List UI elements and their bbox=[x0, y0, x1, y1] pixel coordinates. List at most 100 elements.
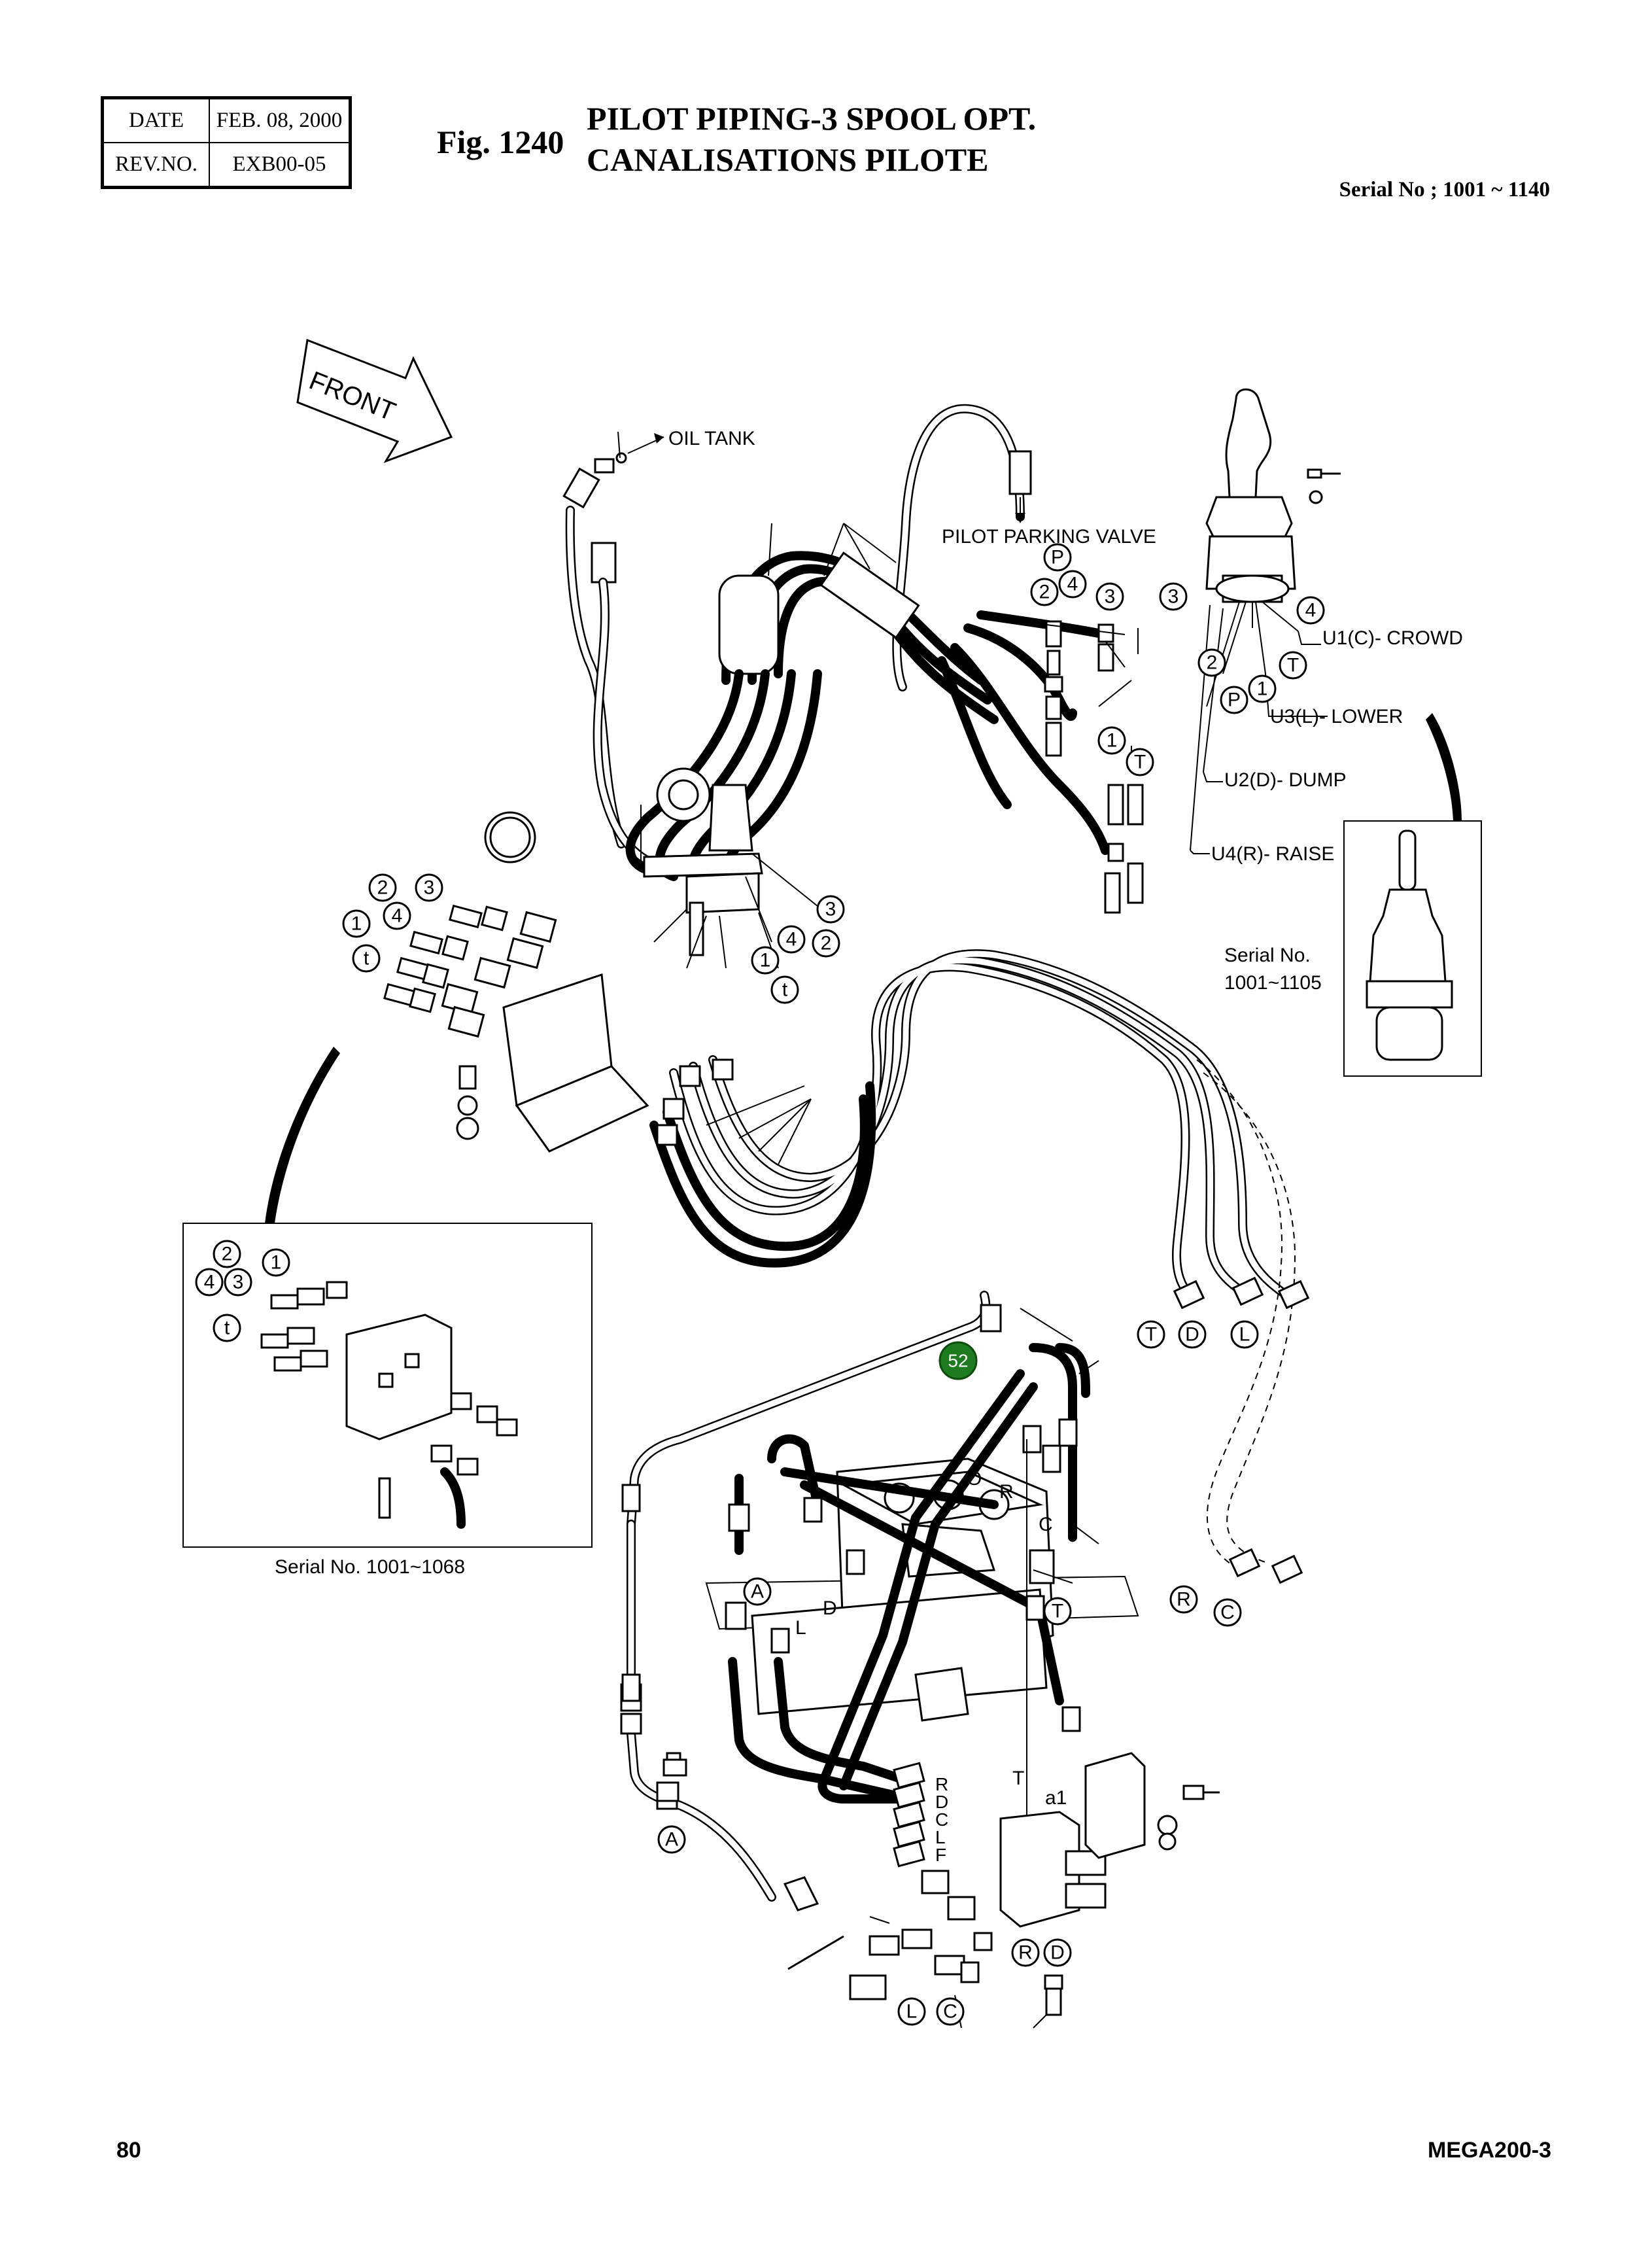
rev-label: REV.NO. bbox=[101, 142, 210, 188]
serial-range: Serial No ; 1001 ~ 1140 bbox=[1339, 178, 1550, 201]
callout-t-valve: T bbox=[1043, 1597, 1072, 1626]
callout-l-hose: L bbox=[1230, 1320, 1259, 1349]
svg-text:3: 3 bbox=[1168, 586, 1179, 608]
callout-c-block: C bbox=[936, 1997, 965, 2026]
port-crowd-label: U1(C)- CROWD bbox=[1322, 627, 1463, 649]
left-pilot-line bbox=[621, 1484, 819, 1911]
svg-text:3: 3 bbox=[825, 899, 836, 920]
valve-port-c: C bbox=[1039, 1514, 1053, 1535]
callout-a-valve: A bbox=[743, 1577, 772, 1606]
callout-1-left: 1 bbox=[342, 909, 371, 938]
valve-inset: Serial No. 1001~1068 bbox=[182, 1223, 593, 1578]
callout-t-inset: t bbox=[213, 1314, 241, 1342]
svg-text:2: 2 bbox=[1207, 652, 1218, 674]
block-port-c: C bbox=[935, 1809, 948, 1830]
callout-3-joystick: 3 bbox=[1159, 582, 1188, 611]
manifold-bracket bbox=[484, 767, 763, 956]
block-port-r: R bbox=[935, 1774, 948, 1794]
callout-r-block: R bbox=[1011, 1938, 1040, 1967]
svg-text:T: T bbox=[1287, 655, 1299, 676]
svg-text:4: 4 bbox=[1305, 600, 1316, 621]
valve-piping bbox=[620, 1291, 1090, 1902]
callout-1-inset: 1 bbox=[262, 1248, 290, 1277]
callout-2-bracket: 2 bbox=[812, 929, 840, 958]
svg-text:2: 2 bbox=[377, 877, 388, 899]
block-port-d: D bbox=[935, 1792, 948, 1812]
valve-side-l: L bbox=[795, 1617, 806, 1639]
svg-text:2: 2 bbox=[222, 1244, 233, 1265]
inset-pointer-valve bbox=[265, 1047, 340, 1223]
pilot-parking-valve-label: PILOT PARKING VALVE bbox=[942, 526, 1156, 548]
svg-text:A: A bbox=[665, 1829, 678, 1851]
svg-text:1: 1 bbox=[1257, 678, 1268, 700]
page-number: 80 bbox=[116, 2138, 141, 2163]
callout-c-hose: C bbox=[1213, 1598, 1242, 1627]
joystick-hoses bbox=[937, 610, 1110, 855]
callouts: P 2 4 3 3 4 2 T 1 P 1 T 2 3 1 4 t 3 4 2 … bbox=[195, 543, 1325, 2026]
callout-4-left: 4 bbox=[383, 901, 411, 930]
valve-side-d: D bbox=[823, 1597, 837, 1619]
port-dump-label: U2(D)- DUMP bbox=[1224, 769, 1347, 791]
joystick-inset: Serial No. 1001~1105 bbox=[1224, 820, 1482, 1077]
callout-r-hose: R bbox=[1169, 1585, 1198, 1614]
svg-text:P: P bbox=[1228, 689, 1241, 711]
main-hose-bundle bbox=[649, 949, 1310, 1584]
svg-text:1: 1 bbox=[760, 950, 771, 971]
page-title: PILOT PIPING-3 SPOOL OPT. bbox=[587, 100, 1037, 137]
svg-text:1: 1 bbox=[271, 1252, 282, 1274]
svg-text:T: T bbox=[1134, 752, 1146, 773]
page-subtitle: CANALISATIONS PILOTE bbox=[587, 141, 989, 178]
figure-number: Fig. 1240 bbox=[437, 124, 564, 160]
inset-joystick-serial-1: Serial No. bbox=[1224, 945, 1311, 966]
callout-52-label: 52 bbox=[948, 1351, 968, 1371]
svg-text:t: t bbox=[782, 979, 788, 1001]
block-top-a1: a1 bbox=[1045, 1787, 1067, 1809]
rev-value: EXB00-05 bbox=[209, 142, 351, 188]
svg-text:4: 4 bbox=[392, 905, 403, 927]
port-raise-label: U4(R)- RAISE bbox=[1211, 843, 1334, 865]
svg-text:C: C bbox=[1220, 1602, 1235, 1624]
callout-2-top: 2 bbox=[1030, 578, 1059, 606]
svg-text:T: T bbox=[1145, 1324, 1157, 1346]
callout-a-left: A bbox=[657, 1825, 686, 1854]
callout-4-joystick: 4 bbox=[1296, 596, 1325, 625]
svg-text:R: R bbox=[1177, 1589, 1191, 1611]
callout-t-hose: T bbox=[1137, 1320, 1165, 1349]
date-value: FEB. 08, 2000 bbox=[209, 97, 351, 143]
callout-1-joystick: 1 bbox=[1248, 674, 1277, 703]
block-port-f: F bbox=[935, 1845, 946, 1865]
model-name: MEGA200-3 bbox=[1428, 2138, 1551, 2163]
callout-2-left: 2 bbox=[368, 873, 397, 902]
svg-text:2: 2 bbox=[821, 933, 832, 954]
inset-valve-serial: Serial No. 1001~1068 bbox=[275, 1556, 465, 1578]
svg-text:P: P bbox=[1051, 547, 1064, 568]
callout-d-hose: D bbox=[1178, 1320, 1207, 1349]
callout-p-top: P bbox=[1043, 543, 1072, 572]
callout-4-bracket: 4 bbox=[777, 925, 806, 954]
joystick-assembly: U1(C)- CROWD U3(L)- LOWER U2(D)- DUMP U4… bbox=[1190, 388, 1463, 865]
svg-text:3: 3 bbox=[424, 877, 435, 899]
svg-text:4: 4 bbox=[786, 929, 797, 950]
callout-p-joystick: P bbox=[1220, 686, 1248, 714]
front-label: FRONT bbox=[305, 366, 400, 427]
callout-3-top: 3 bbox=[1095, 582, 1124, 611]
callout-2-inset: 2 bbox=[213, 1240, 241, 1268]
callout-1-bracket: 1 bbox=[751, 946, 780, 975]
callout-t-left: t bbox=[352, 944, 381, 973]
callout-t-mid: T bbox=[1126, 748, 1154, 776]
svg-text:T: T bbox=[1052, 1601, 1063, 1622]
inset-joystick-serial-2: 1001~1105 bbox=[1224, 972, 1322, 994]
callout-4-top: 4 bbox=[1058, 570, 1087, 599]
svg-text:t: t bbox=[224, 1317, 230, 1339]
rear-block: T a1 R D C L F bbox=[787, 1752, 1220, 2016]
callout-52-highlight[interactable]: 52 bbox=[938, 1341, 978, 1380]
date-label: DATE bbox=[101, 97, 210, 143]
front-arrow: FRONT bbox=[296, 338, 453, 463]
svg-text:R: R bbox=[1018, 1942, 1033, 1964]
svg-text:L: L bbox=[1239, 1324, 1250, 1346]
callout-4-inset: 4 bbox=[195, 1268, 224, 1297]
callout-t-bracket: t bbox=[770, 975, 799, 1004]
svg-text:1: 1 bbox=[351, 913, 362, 935]
